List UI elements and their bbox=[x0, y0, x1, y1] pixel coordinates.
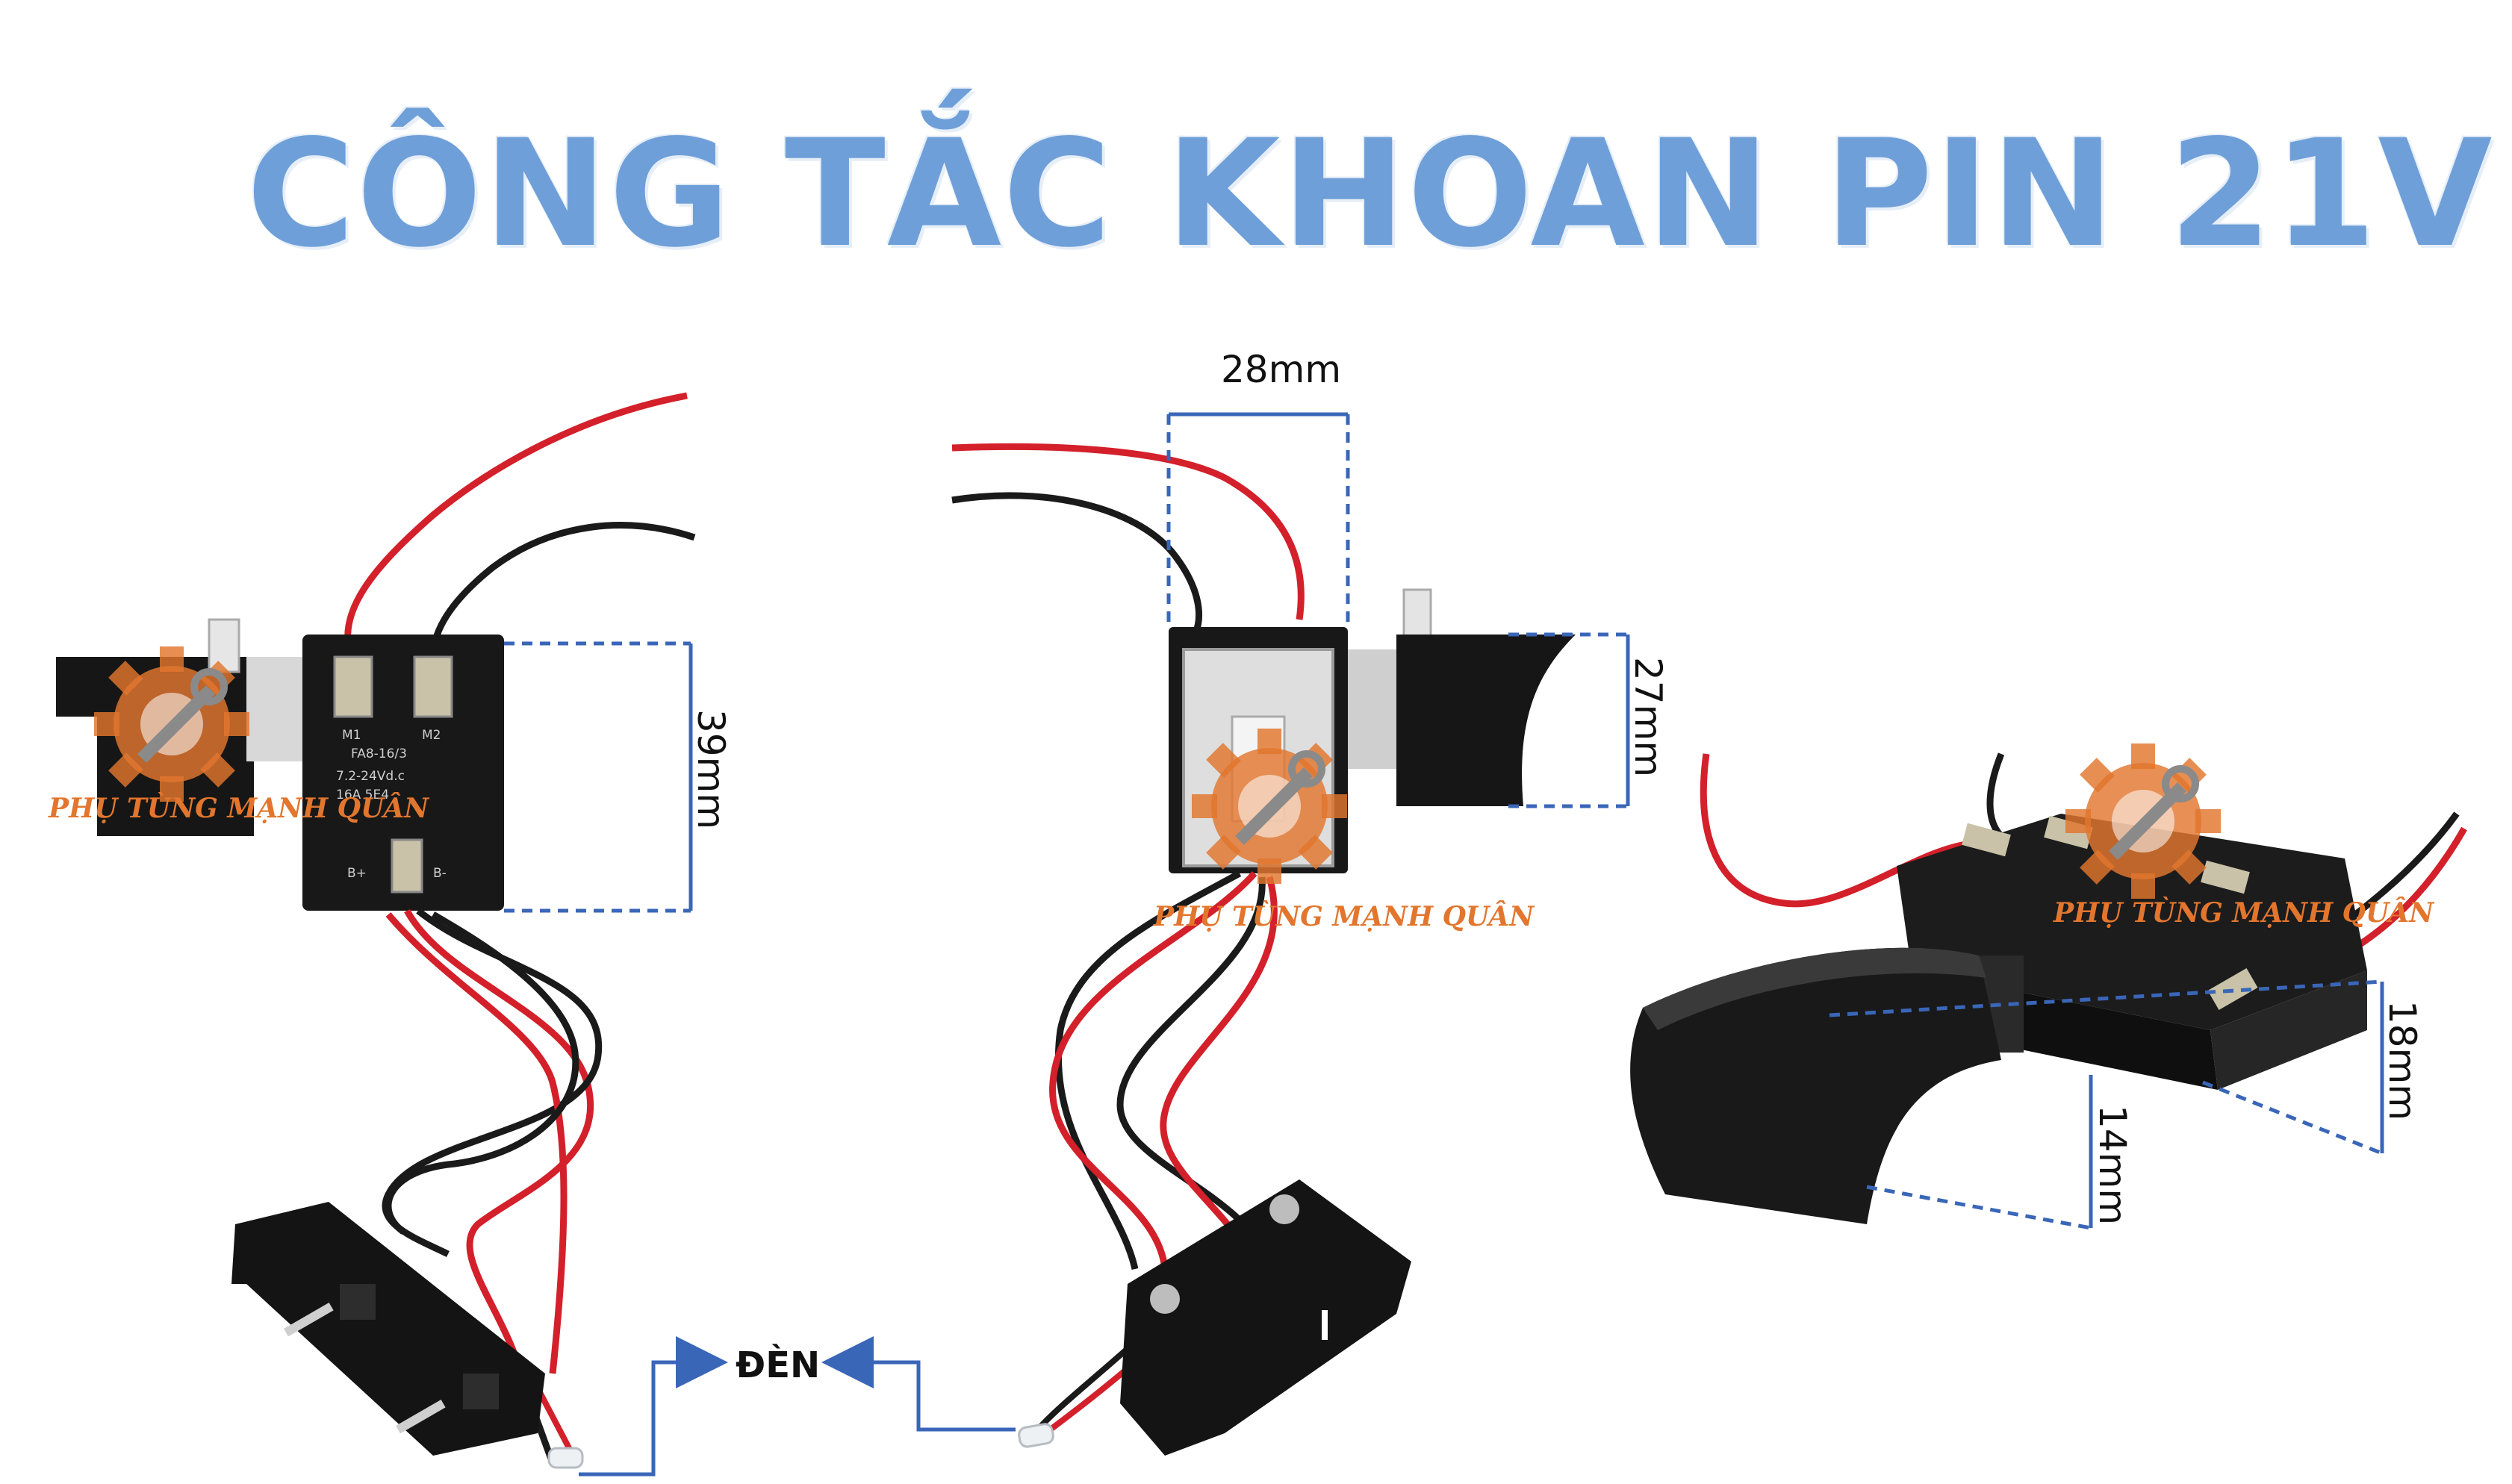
gear-wrench-logo-icon bbox=[1192, 729, 1347, 884]
watermark-text-middle: PHỤ TÙNG MẠNH QUÂN bbox=[1153, 901, 1535, 932]
page-title: CÔNG TẮC KHOAN PIN 21V bbox=[246, 107, 2494, 280]
switch-front-view: M1 M2 FA8-16/3 7.2-24Vd.c 16A 5E4 B+ B- bbox=[48, 392, 733, 1469]
watermark-text-left: PHỤ TÙNG MẠNH QUÂN bbox=[48, 793, 430, 824]
model-label: FA8-16/3 bbox=[351, 746, 407, 761]
b-plus-label: B+ bbox=[347, 866, 367, 881]
gear-wrench-logo-icon bbox=[2065, 743, 2221, 899]
watermark-text-right: PHỤ TÙNG MẠNH QUÂN bbox=[2053, 897, 2435, 929]
terminal-m2-label: M2 bbox=[422, 728, 441, 743]
terminal-m1-label: M1 bbox=[342, 728, 361, 743]
rating-label: 16A 5E4 bbox=[336, 788, 389, 802]
voltage-label: 7.2-24Vd.c bbox=[336, 769, 405, 784]
body-18mm-label: 18mm bbox=[2381, 1000, 2424, 1120]
trigger-14mm-label: 14mm bbox=[2091, 1105, 2134, 1225]
lamp-callout: ĐÈN bbox=[579, 1336, 1016, 1477]
b-minus-label: B- bbox=[433, 866, 447, 881]
width-28mm-label: 28mm bbox=[1221, 348, 1341, 391]
trigger-27mm-label: 27mm bbox=[1626, 657, 1670, 777]
lamp-label: ĐÈN bbox=[736, 1344, 820, 1386]
switch-side-view: PHỤ TÙNG MẠNH QUÂN 28mm 27mm bbox=[951, 348, 1670, 1456]
switch-angled-view: PHỤ TÙNG MẠNH QUÂN 18mm 14mm bbox=[1630, 743, 2467, 1230]
height-39mm-label: 39mm bbox=[689, 709, 733, 829]
gear-wrench-logo-icon bbox=[94, 646, 249, 802]
